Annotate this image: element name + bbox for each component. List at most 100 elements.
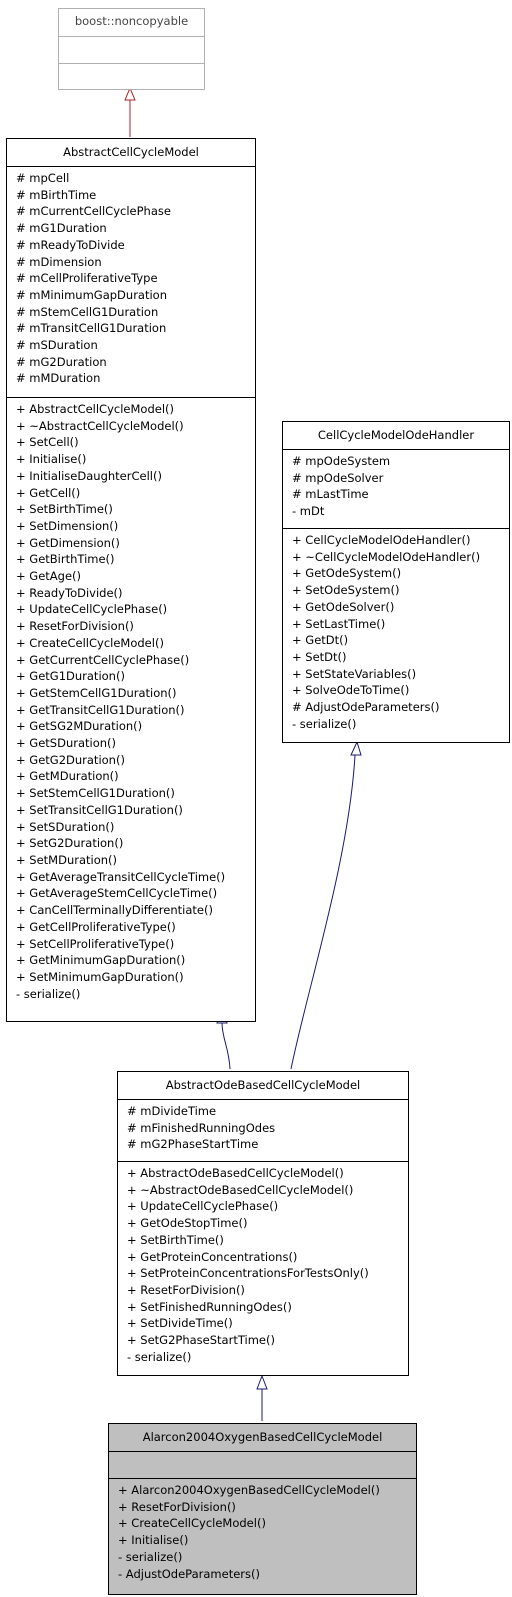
method-entry: + SetDimension() [16,518,119,533]
methods-section: + CellCycleModelOdeHandler() + ~CellCycle… [283,528,509,742]
method-entry: + SetG2Duration() [16,836,124,851]
method-entry: + ~AbstractOdeBasedCellCycleModel() [127,1182,354,1197]
method-entry: - serialize() [118,1549,183,1564]
method-entry: - serialize() [16,986,81,1001]
arrowhead-noncopyable [124,86,136,101]
attribute-entry: # mG2PhaseStartTime [127,1137,259,1152]
attribute-entry: # mDimension [16,254,102,269]
class-abstract-cell-cycle-model[interactable]: AbstractCellCycleModel # mpCell# mBirthT… [6,138,256,1022]
method-entry: + Initialise() [118,1533,189,1548]
method-entry: + GetDt() [292,633,349,648]
method-entry: + SetCellProliferativeType() [16,936,175,951]
method-entry: + Initialise() [16,452,87,467]
method-entry: + GetG2Duration() [16,752,125,767]
method-entry: + GetG1Duration() [16,669,125,684]
methods-section: + AbstractCellCycleModel()+ ~AbstractCel… [7,397,255,1021]
method-entry: + GetSG2MDuration() [16,719,143,734]
method-entry: + SetMinimumGapDuration() [16,969,184,984]
method-entry: + GetStemCellG1Duration() [16,685,177,700]
class-name: CellCycleModelOdeHandler [317,428,475,442]
method-entry: + CanCellTerminallyDifferentiate() [16,903,213,918]
method-entry: + SetStemCellG1Duration() [16,786,175,801]
method-entry: + GetCurrentCellCyclePhase() [16,652,190,667]
method-entry: + SetTransitCellG1Duration() [16,802,183,817]
attribute-entry: # mReadyToDivide [16,237,125,252]
attributes-section [59,36,204,63]
attribute-entry: # mStemCellG1Duration [16,304,159,319]
method-entry: + GetMDuration() [16,769,119,784]
edge-odebased-to-odehandler [290,754,356,1070]
methods-section: + Alarcon2004OxygenBasedCellCycleModel()… [109,1478,416,1594]
method-entry: + GetDimension() [16,535,120,550]
method-entry: + SetMDuration() [16,852,118,867]
method-entry: + SetLastTime() [292,616,386,631]
method-entry: + ResetForDivision() [118,1499,236,1514]
method-entry: + SetOdeSystem() [292,583,400,598]
method-entry: + ReadyToDivide() [16,585,123,600]
method-entry: + GetProteinConcentrations() [127,1249,298,1264]
method-entry: - AdjustOdeParameters() [118,1566,260,1581]
method-entry: + ResetForDivision() [127,1282,245,1297]
attributes-section: # mpOdeSystem# mpOdeSolver# mLastTime- m… [283,449,509,528]
method-entry: - serialize() [292,716,357,731]
attribute-entry: # mCellProliferativeType [16,271,158,286]
method-entry: + GetAverageTransitCellCycleTime() [16,869,226,884]
method-entry: + CreateCellCycleModel() [118,1516,266,1531]
class-name: boost::noncopyable [74,14,189,28]
method-entry: + ResetForDivision() [16,619,134,634]
method-entry: + GetAverageStemCellCycleTime() [16,886,218,901]
method-entry: + UpdateCellCyclePhase() [127,1199,279,1214]
attribute-entry: # mG1Duration [16,221,107,236]
class-abstract-ode-based-cell-cycle-model[interactable]: AbstractOdeBasedCellCycleModel # mDivide… [117,1071,409,1376]
method-entry: + SetDt() [292,649,347,664]
class-cell-cycle-model-ode-handler[interactable]: CellCycleModelOdeHandler # mpOdeSystem# … [282,421,510,743]
attribute-entry: # mDivideTime [127,1104,217,1118]
method-entry: + GetCellProliferativeType() [16,919,176,934]
method-entry: + GetOdeSolver() [292,599,395,614]
method-entry: + SetG2PhaseStartTime() [127,1333,275,1348]
method-entry: + GetBirthTime() [16,552,115,567]
class-name: Alarcon2004OxygenBasedCellCycleModel [142,1430,383,1444]
method-entry: + InitialiseDaughterCell() [16,468,162,483]
attributes-section: # mDivideTime # mFinishedRunningOdes # mG2… [118,1099,408,1161]
method-entry: + GetCell() [16,485,81,500]
method-entry: + SetDivideTime() [127,1316,233,1331]
attribute-entry: # mCurrentCellCyclePhase [16,204,171,219]
attribute-entry: # mTransitCellG1Duration [16,321,167,336]
methods-section [59,63,204,89]
method-entry: + SetStateVariables() [292,666,417,681]
method-entry: + SetFinishedRunningOdes() [127,1299,292,1314]
methods-section: + AbstractOdeBasedCellCycleModel() + ~Abs… [118,1161,408,1375]
method-entry: # AdjustOdeParameters() [292,700,440,715]
attribute-entry: # mMinimumGapDuration [16,287,167,302]
method-entry: + CellCycleModelOdeHandler() [292,533,471,547]
method-entry: + ~AbstractCellCycleModel() [16,418,184,433]
method-entry: + GetMinimumGapDuration() [16,953,186,968]
edge-odebased-to-abstract [221,1022,231,1070]
attribute-entry: # mFinishedRunningOdes [127,1120,276,1135]
class-alarcon2004-oxygen-based-cell-cycle-model[interactable]: Alarcon2004OxygenBasedCellCycleModel + A… [108,1423,417,1595]
method-entry: + AbstractOdeBasedCellCycleModel() [127,1166,344,1180]
method-entry: + GetAge() [16,569,82,584]
arrowhead-odehandler [350,740,362,756]
method-entry: + SetCell() [16,435,79,450]
method-entry: + GetSDuration() [16,736,117,751]
attribute-entry: - mDt [292,504,325,519]
attribute-entry: # mG2Duration [16,354,107,369]
attribute-entry: # mpCell [16,171,70,185]
method-entry: + SetSDuration() [16,819,115,834]
method-entry: + SetBirthTime() [127,1232,224,1247]
method-entry: + SetProteinConcentrationsForTestsOnly() [127,1266,369,1281]
method-entry: + ~CellCycleModelOdeHandler() [292,549,481,564]
arrowhead-odebased [256,1374,268,1390]
method-entry: + SolveOdeToTime() [292,683,410,698]
method-entry: + GetTransitCellG1Duration() [16,702,185,717]
attribute-entry: # mpOdeSolver [292,470,384,485]
attributes-section [109,1451,416,1478]
attribute-entry: # mLastTime [292,487,369,502]
method-entry: + CreateCellCycleModel() [16,635,164,650]
method-entry: + SetBirthTime() [16,502,113,517]
class-name: AbstractCellCycleModel [63,145,199,159]
class-boost-noncopyable[interactable]: boost::noncopyable [58,8,205,90]
class-name: AbstractOdeBasedCellCycleModel [165,1078,361,1092]
